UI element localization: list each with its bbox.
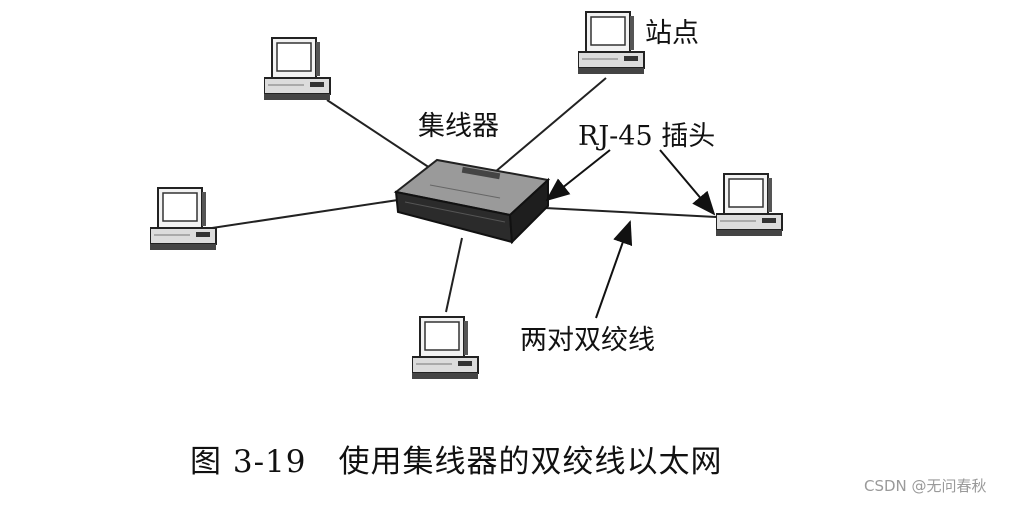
arrow-rj45-to-station [659, 149, 716, 216]
watermark: CSDN @无问春秋 [864, 477, 987, 495]
annotation-arrows [545, 149, 716, 319]
twisted-pair-label: 两对双绞线 [520, 325, 655, 356]
hub-label: 集线器 [418, 111, 499, 142]
arrow-twisted-pair [595, 220, 633, 319]
station-label: 站点 [645, 18, 699, 49]
cable-top-left [326, 99, 431, 169]
computer-icon [578, 11, 645, 75]
arrow-rj45-to-hub [545, 149, 611, 202]
figure-caption: 图 3-19 使用集线器的双绞线以太网 [190, 444, 723, 480]
computer-icon [716, 173, 783, 237]
hub-icon [393, 158, 551, 245]
cable-right [544, 207, 717, 218]
cable-left [211, 199, 399, 229]
rj45-plug-label: RJ-45 插头 [578, 121, 716, 152]
cable-top-right [494, 77, 607, 173]
computer-icon [150, 187, 217, 251]
computer-icon [264, 37, 331, 101]
computer-icon [412, 316, 479, 380]
cables [211, 77, 717, 313]
cable-bottom [445, 237, 463, 313]
